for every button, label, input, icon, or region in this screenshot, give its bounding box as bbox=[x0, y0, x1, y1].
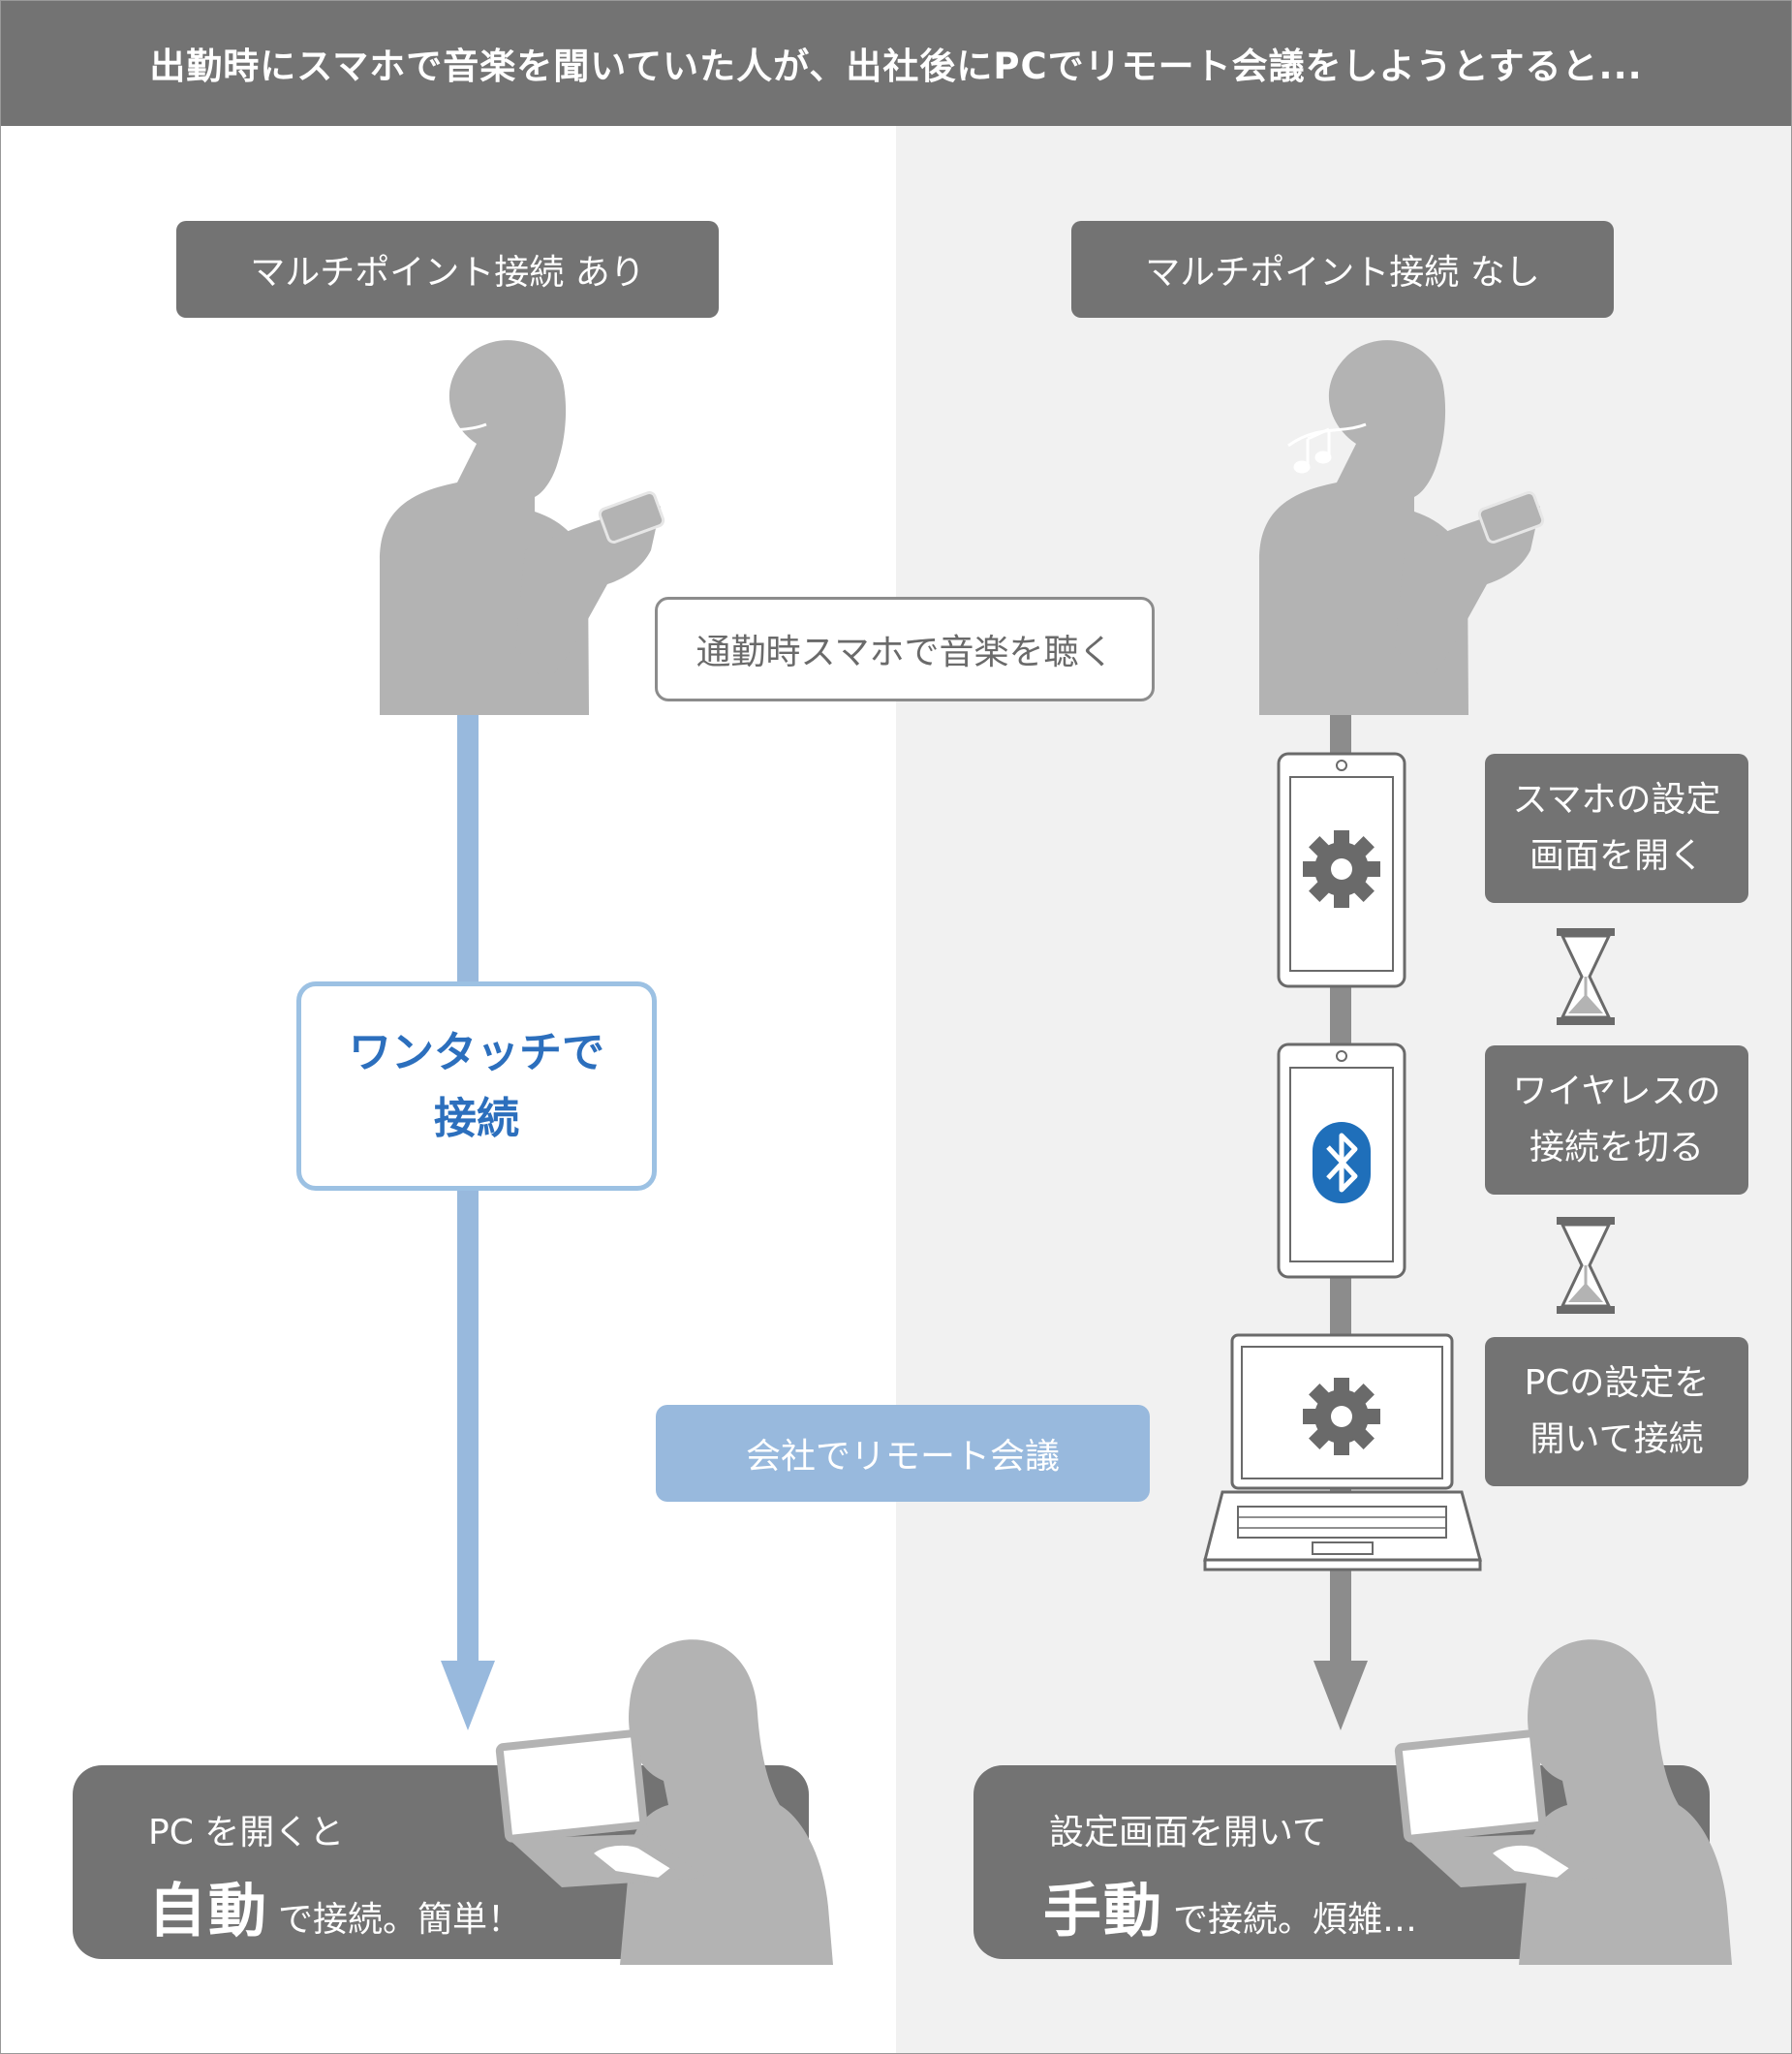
person-with-laptop-right bbox=[1398, 1639, 1732, 1965]
right-result-line2: 手動で接続。煩雑… bbox=[1043, 1864, 1417, 1948]
left-result-line2: 自動で接続。簡単！ bbox=[148, 1864, 522, 1948]
header-title: 出勤時にスマホで音楽を聞いていた人が、出社後にPCでリモート会議をしようとすると… bbox=[0, 0, 1792, 126]
step-line2: 画面を開く bbox=[1529, 836, 1704, 876]
onetouch-connect-box: ワンタッチで 接続 bbox=[296, 981, 657, 1191]
onetouch-line2: 接続 bbox=[434, 1094, 519, 1143]
left-result-emphasis: 自動 bbox=[148, 1878, 268, 1945]
step-line1: ワイヤレスの bbox=[1512, 1072, 1721, 1112]
step-open-phone-settings: スマホの設定 画面を開く bbox=[1485, 754, 1748, 903]
right-result-emphasis: 手動 bbox=[1043, 1878, 1163, 1945]
step-line2: 接続を切る bbox=[1529, 1128, 1704, 1167]
right-result-line1: 設定画面を開いて bbox=[1049, 1813, 1327, 1852]
step-line1: スマホの設定 bbox=[1512, 780, 1721, 821]
bluetooth-icon bbox=[1313, 1122, 1371, 1203]
left-result-detail: で接続。簡単！ bbox=[278, 1900, 523, 1940]
onetouch-line1: ワンタッチで bbox=[349, 1027, 604, 1077]
person-with-laptop-left bbox=[499, 1639, 833, 1965]
left-flow-line bbox=[441, 694, 495, 1730]
step-disconnect-wireless: ワイヤレスの 接続を切る bbox=[1485, 1045, 1748, 1195]
step-open-pc-settings: PCの設定を 開いて接続 bbox=[1485, 1337, 1748, 1486]
step-line2: 開いて接続 bbox=[1529, 1419, 1704, 1459]
hourglass-icon bbox=[1557, 928, 1615, 1025]
left-result-line1: PC を開くと bbox=[148, 1813, 345, 1852]
step-line1: PCの設定を bbox=[1524, 1363, 1710, 1404]
hourglass-icon bbox=[1557, 1217, 1615, 1314]
right-result-detail: で接続。煩雑… bbox=[1173, 1900, 1418, 1940]
commute-label: 通勤時スマホで音楽を聴く bbox=[655, 597, 1155, 701]
left-column-title: マルチポイント接続 あり bbox=[176, 221, 719, 318]
office-label: 会社でリモート会議 bbox=[656, 1405, 1150, 1502]
right-column-title: マルチポイント接続 なし bbox=[1071, 221, 1614, 318]
